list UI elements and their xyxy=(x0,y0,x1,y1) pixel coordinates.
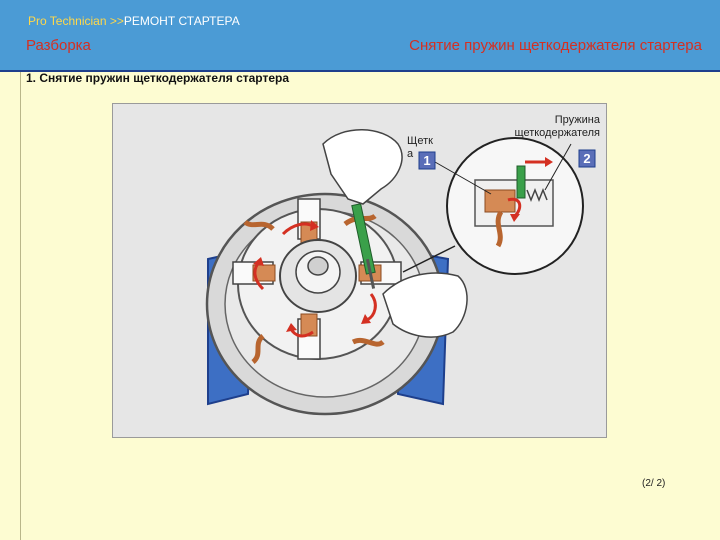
starter-drawing: 1 2 xyxy=(205,129,596,416)
spring-label-line2: щеткодержателя xyxy=(514,127,600,139)
spring-label-line1: Пружина xyxy=(554,114,600,126)
badge-1: 1 xyxy=(423,153,430,168)
page-indicator: (2/ 2) xyxy=(642,478,666,489)
starter-illustration: 1 2 xyxy=(112,103,607,438)
breadcrumb: Pro Technician >>РЕМОНТ СТАРТЕРА xyxy=(28,14,240,28)
brush-label: Щетк а xyxy=(407,135,433,161)
breadcrumb-prefix: Pro Technician >> xyxy=(28,14,124,28)
left-divider xyxy=(20,72,21,540)
step-title: 1. Снятие пружин щеткодержателя стартера xyxy=(26,71,290,85)
header-bar: Pro Technician >>РЕМОНТ СТАРТЕРА Разборк… xyxy=(0,0,720,72)
brush-label-line2: а xyxy=(407,148,414,160)
page-title: Снятие пружин щеткодержателя стартера xyxy=(409,37,702,54)
badge-2: 2 xyxy=(583,151,590,166)
breadcrumb-title: РЕМОНТ СТАРТЕРА xyxy=(123,14,240,28)
brush-label-line1: Щетк xyxy=(407,135,433,147)
spring-label: Пружина щеткодержателя xyxy=(506,114,600,140)
section-title: Разборка xyxy=(26,37,91,54)
